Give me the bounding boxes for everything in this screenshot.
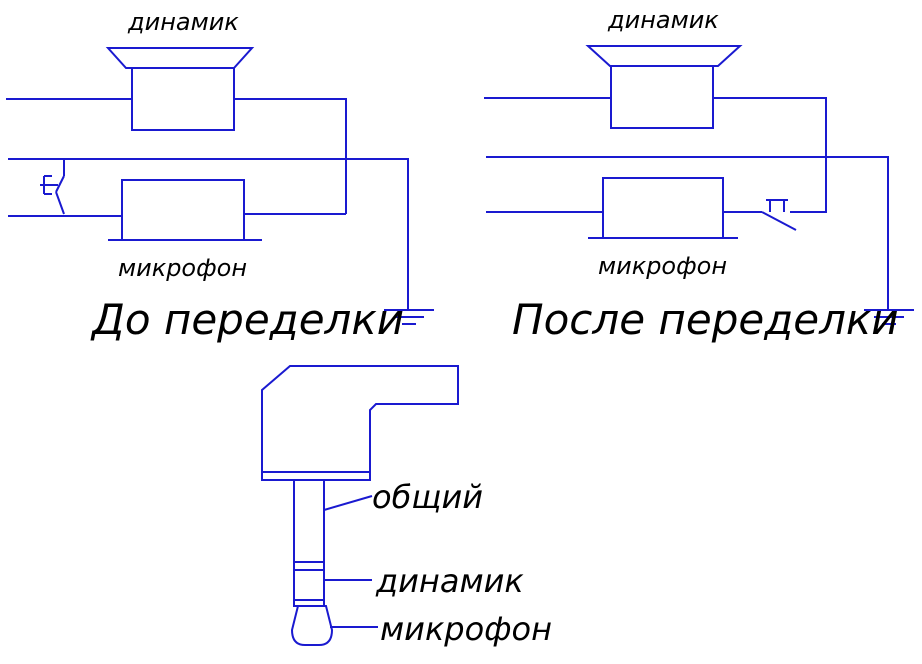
left-caption: До переделки <box>90 295 404 344</box>
left-switch-icon <box>40 159 65 215</box>
right-mic-label: микрофон <box>598 252 727 280</box>
plug-speaker-label: динамик <box>375 562 524 600</box>
left-speaker-icon <box>105 47 255 131</box>
right-common-wire <box>486 156 889 310</box>
right-caption: После переделки <box>512 295 899 344</box>
right-switch-icon <box>723 199 797 231</box>
left-common-wire <box>8 158 409 310</box>
left-schematic: динамик микрофон До переделки <box>6 8 434 344</box>
plug-common-label: общий <box>372 478 483 516</box>
jack-plug: общий динамик микрофон <box>261 365 552 648</box>
left-mic-icon <box>108 179 262 241</box>
right-mic-icon <box>588 177 738 239</box>
right-schematic: динамик микрофон После переделки <box>484 6 914 344</box>
left-mic-label: микрофон <box>118 254 247 282</box>
left-speaker-label: динамик <box>127 8 239 36</box>
plug-shaft-icon <box>290 479 334 646</box>
common-leader-line <box>323 495 373 511</box>
plug-mic-label: микрофон <box>380 610 552 648</box>
right-speaker-wire-out <box>713 97 827 213</box>
left-speaker-wire-out <box>234 98 347 214</box>
right-speaker-icon <box>585 45 743 129</box>
left-ground-icon <box>384 309 434 325</box>
right-ground-icon <box>864 309 914 325</box>
plug-housing-icon <box>261 365 459 481</box>
right-speaker-label: динамик <box>607 6 719 34</box>
